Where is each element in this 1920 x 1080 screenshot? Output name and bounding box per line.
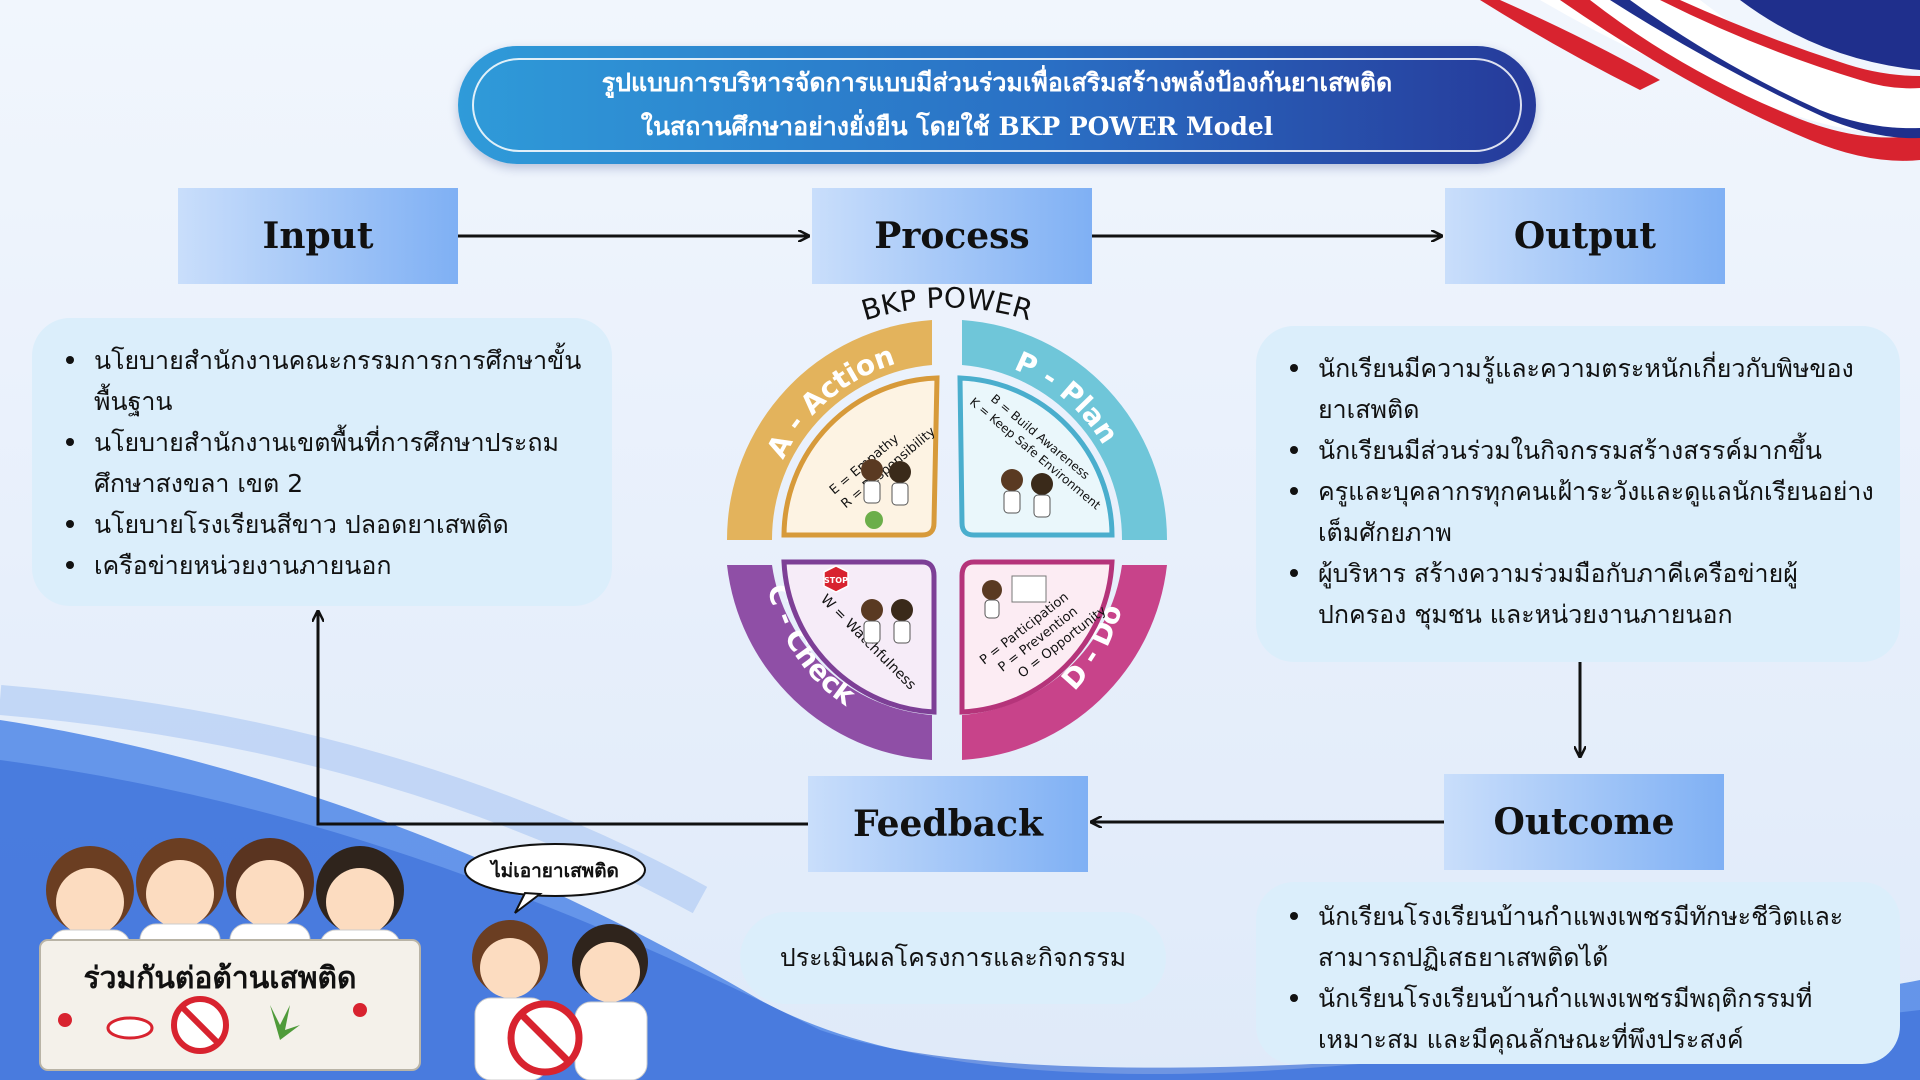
outcome-list: นักเรียนโรงเรียนบ้านกำแพงเพชรมีทักษะชีวิ…	[1286, 896, 1880, 1060]
quadrant-plan	[957, 375, 1115, 538]
quadrant-check	[781, 559, 937, 715]
stage-feedback: Feedback	[808, 776, 1088, 872]
student-pair-icon	[472, 920, 648, 1080]
quadrant-do	[959, 559, 1115, 715]
title-line-1: รูปแบบการบริหารจัดการแบบมีส่วนร่วมเพื่อเ…	[601, 68, 1393, 97]
student-heads-icon	[46, 838, 404, 936]
input-list: นโยบายสำนักงานคณะกรรมการการศึกษาขั้นพื้น…	[62, 340, 592, 586]
output-item: นักเรียนมีส่วนร่วมในกิจกรรมสร้างสรรค์มาก…	[1286, 430, 1880, 471]
title-frame: รูปแบบการบริหารจัดการแบบมีส่วนร่วมเพื่อเ…	[472, 58, 1522, 152]
segment-action	[726, 320, 932, 540]
output-list: นักเรียนมีความรู้และความตระหนักเกี่ยวกับ…	[1286, 348, 1880, 635]
stage-input: Input	[178, 188, 458, 284]
stage-output: Output	[1445, 188, 1725, 284]
bkp-power-cycle: BKP POWER A - Action P - Plan D - Do C -…	[726, 281, 1168, 760]
speech-bubble-text: ไม่เอายาเสพติด	[491, 860, 619, 882]
segment-check	[727, 565, 932, 760]
flag-ribbon-icon	[1480, 0, 1920, 161]
students-banner-illustration	[39, 838, 421, 1071]
feedback-card: ประเมินผลโครงการและกิจกรรม	[740, 912, 1166, 1004]
speech-bubble	[464, 843, 646, 897]
cycle-heading: BKP POWER	[858, 281, 1037, 327]
drug-icons	[58, 996, 367, 1054]
no-drugs-sign-icon	[507, 1000, 583, 1076]
output-item: นักเรียนมีความรู้และความตระหนักเกี่ยวกับ…	[1286, 348, 1880, 430]
outcome-card: นักเรียนโรงเรียนบ้านกำแพงเพชรมีทักษะชีวิ…	[1256, 882, 1900, 1064]
segment-do	[962, 565, 1167, 760]
input-card: นโยบายสำนักงานคณะกรรมการการศึกษาขั้นพื้น…	[32, 318, 612, 606]
students-no-drugs-illustration	[464, 843, 648, 1080]
output-card: นักเรียนมีความรู้และความตระหนักเกี่ยวกับ…	[1256, 326, 1900, 662]
stage-outcome: Outcome	[1444, 774, 1724, 870]
input-item: นโยบายโรงเรียนสีขาว ปลอดยาเสพติด	[62, 504, 592, 545]
stop-sign-text: STOP	[824, 576, 848, 585]
output-item: ครูและบุคลากรทุกคนเฝ้าระวังและดูแลนักเรี…	[1286, 471, 1880, 553]
student-figures-icon	[861, 459, 1053, 644]
stage-process: Process	[812, 188, 1092, 284]
title-line-2: ในสถานศึกษาอย่างยั่งยืน โดยใช้ BKP POWER…	[640, 112, 1274, 141]
title-banner: รูปแบบการบริหารจัดการแบบมีส่วนร่วมเพื่อเ…	[458, 46, 1536, 164]
input-item: นโยบายสำนักงานเขตพื้นที่การศึกษาประถมศึก…	[62, 422, 592, 504]
segment-plan	[962, 320, 1168, 540]
output-item: ผู้บริหาร สร้างความร่วมมือกับภาคีเครือข่…	[1286, 553, 1880, 635]
outcome-item: นักเรียนโรงเรียนบ้านกำแพงเพชรมีพฤติกรรมท…	[1286, 978, 1880, 1060]
banner-slogan: ร่วมกันต่อต้านเสพติด	[83, 961, 357, 996]
input-item: นโยบายสำนักงานคณะกรรมการการศึกษาขั้นพื้น…	[62, 340, 592, 422]
stop-sign-icon: STOP	[823, 565, 849, 593]
input-item: เครือข่ายหน่วยงานภายนอก	[62, 545, 592, 586]
outcome-item: นักเรียนโรงเรียนบ้านกำแพงเพชรมีทักษะชีวิ…	[1286, 896, 1880, 978]
